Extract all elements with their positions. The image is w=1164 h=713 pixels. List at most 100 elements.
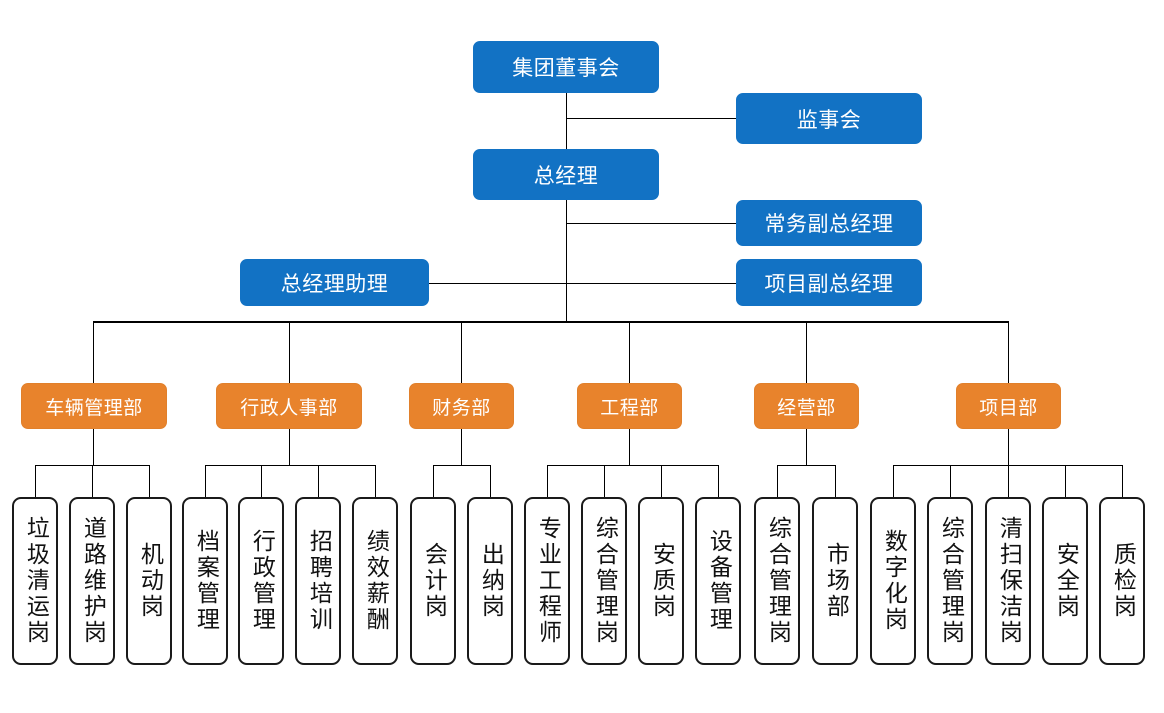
- connector-project-to-subbus: [1008, 429, 1009, 466]
- connector-finance-to-subbus: [461, 429, 462, 466]
- connector-leaf-drop-17: [950, 465, 951, 498]
- connector-leaf-drop-7: [375, 465, 376, 498]
- node-label: 集团董事会: [512, 57, 620, 80]
- position-label: 数字化岗: [880, 529, 907, 633]
- connector-bus-drop-operations: [806, 321, 807, 383]
- connector-board-to-gm: [566, 93, 567, 149]
- position-box[interactable]: 安全岗: [1042, 497, 1088, 665]
- position-label: 安质岗: [648, 542, 675, 620]
- connector-leaf-drop-13: [718, 465, 719, 498]
- position-box[interactable]: 档案管理: [182, 497, 228, 665]
- position-box[interactable]: 行政管理: [238, 497, 284, 665]
- position-label: 质检岗: [1109, 542, 1136, 620]
- position-label: 出纳岗: [477, 542, 504, 620]
- position-box[interactable]: 市场部: [812, 497, 858, 665]
- department-project[interactable]: 项目部: [956, 383, 1061, 429]
- position-label: 行政管理: [248, 529, 275, 633]
- position-box[interactable]: 专业工程师: [524, 497, 570, 665]
- connector-leaf-drop-8: [433, 465, 434, 498]
- connector-leaf-drop-12: [661, 465, 662, 498]
- connector-leaf-drop-9: [490, 465, 491, 498]
- connector-leaf-drop-6: [318, 465, 319, 498]
- connector-leaf-drop-4: [205, 465, 206, 498]
- node-project-deputy-gm[interactable]: 项目副总经理: [736, 259, 922, 306]
- connector-bus-drop-engineering: [629, 321, 630, 383]
- department-label: 财务部: [432, 397, 491, 419]
- position-box[interactable]: 会计岗: [410, 497, 456, 665]
- position-label: 综合管理岗: [764, 516, 791, 646]
- node-general-manager[interactable]: 总经理: [473, 149, 659, 200]
- position-label: 机动岗: [136, 542, 163, 620]
- position-box[interactable]: 出纳岗: [467, 497, 513, 665]
- position-label: 安全岗: [1052, 542, 1079, 620]
- department-finance[interactable]: 财务部: [409, 383, 514, 429]
- position-box[interactable]: 安质岗: [638, 497, 684, 665]
- connector-leaf-drop-5: [261, 465, 262, 498]
- connector-vehicle-to-subbus: [93, 429, 94, 466]
- connector-gm-to-executive-deputy: [566, 223, 736, 224]
- connector-gm-spine-to-supervisory: [566, 118, 736, 119]
- node-gm-assistant[interactable]: 总经理助理: [240, 259, 429, 306]
- node-label: 总经理: [533, 164, 599, 188]
- connector-leaf-drop-1: [35, 465, 36, 498]
- position-box[interactable]: 质检岗: [1099, 497, 1145, 665]
- connector-leaf-drop-15: [835, 465, 836, 498]
- department-label: 工程部: [600, 397, 659, 419]
- position-box[interactable]: 道路维护岗: [69, 497, 115, 665]
- node-executive-deputy-gm[interactable]: 常务副总经理: [736, 200, 922, 246]
- node-label: 常务副总经理: [764, 213, 894, 236]
- position-box[interactable]: 招聘培训: [295, 497, 341, 665]
- connector-leaf-drop-18: [1008, 465, 1009, 498]
- connector-bus-drop-vehicle: [93, 321, 94, 383]
- position-box[interactable]: 机动岗: [126, 497, 172, 665]
- position-label: 绩效薪酬: [362, 529, 389, 633]
- position-label: 垃圾清运岗: [22, 516, 49, 646]
- department-label: 项目部: [979, 397, 1038, 419]
- connector-leaf-drop-10: [547, 465, 548, 498]
- department-label: 经营部: [777, 397, 836, 419]
- position-label: 综合管理岗: [937, 516, 964, 646]
- position-label: 会计岗: [420, 542, 447, 620]
- department-engineering[interactable]: 工程部: [577, 383, 682, 429]
- subbus-engineering: [547, 465, 718, 466]
- node-board-of-directors[interactable]: 集团董事会: [473, 41, 659, 93]
- connector-leaf-drop-16: [893, 465, 894, 498]
- position-box[interactable]: 设备管理: [695, 497, 741, 665]
- connector-leaf-drop-11: [604, 465, 605, 498]
- department-operations[interactable]: 经营部: [754, 383, 859, 429]
- subbus-admin: [205, 465, 375, 466]
- position-box[interactable]: 综合管理岗: [927, 497, 973, 665]
- position-label: 道路维护岗: [79, 516, 106, 646]
- position-box[interactable]: 清扫保洁岗: [985, 497, 1031, 665]
- connector-operations-to-subbus: [806, 429, 807, 466]
- node-label: 总经理助理: [280, 272, 389, 296]
- subbus-finance: [433, 465, 490, 466]
- position-box[interactable]: 垃圾清运岗: [12, 497, 58, 665]
- connector-engineering-to-subbus: [629, 429, 630, 466]
- connector-leaf-drop-3: [149, 465, 150, 498]
- node-supervisory-board[interactable]: 监事会: [736, 93, 922, 144]
- position-label: 设备管理: [705, 529, 732, 633]
- position-label: 综合管理岗: [591, 516, 618, 646]
- position-box[interactable]: 综合管理岗: [754, 497, 800, 665]
- position-box[interactable]: 数字化岗: [870, 497, 916, 665]
- node-label: 监事会: [796, 108, 862, 132]
- node-label: 项目副总经理: [764, 272, 894, 296]
- position-box[interactable]: 综合管理岗: [581, 497, 627, 665]
- subbus-project: [893, 465, 1122, 466]
- position-label: 专业工程师: [534, 516, 561, 646]
- connector-admin-to-subbus: [289, 429, 290, 466]
- connector-bus-drop-project: [1008, 321, 1009, 383]
- connector-bus-drop-admin: [289, 321, 290, 383]
- department-vehicle-management[interactable]: 车辆管理部: [21, 383, 167, 429]
- position-label: 招聘培训: [305, 529, 332, 633]
- position-box[interactable]: 绩效薪酬: [352, 497, 398, 665]
- connector-gm-to-assistant: [429, 283, 566, 284]
- connector-leaf-drop-19: [1065, 465, 1066, 498]
- position-label: 市场部: [822, 542, 849, 620]
- connector-leaf-drop-14: [777, 465, 778, 498]
- department-administration-hr[interactable]: 行政人事部: [216, 383, 362, 429]
- position-label: 档案管理: [192, 529, 219, 633]
- position-label: 清扫保洁岗: [995, 516, 1022, 646]
